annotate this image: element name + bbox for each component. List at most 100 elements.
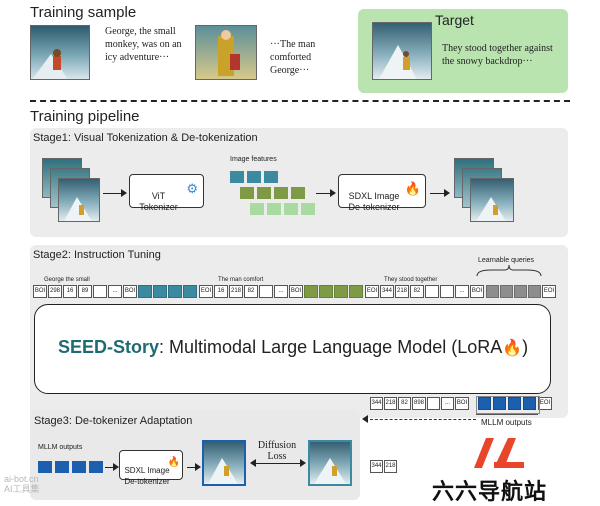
token: 344 bbox=[370, 460, 383, 473]
input-scene-illustration bbox=[64, 197, 92, 221]
token bbox=[259, 285, 273, 298]
query-token bbox=[528, 285, 541, 298]
image-token bbox=[153, 285, 167, 298]
stage1-input-image bbox=[58, 178, 100, 222]
image-token bbox=[319, 285, 333, 298]
image-token bbox=[334, 285, 348, 298]
man-comforting-illustration bbox=[218, 30, 240, 76]
mllm-output-token bbox=[508, 397, 521, 410]
feature-token bbox=[264, 171, 278, 183]
target-caption: They stood together against the snowy ba… bbox=[442, 43, 553, 67]
logo-icon bbox=[474, 438, 524, 468]
token-dots: ... bbox=[455, 285, 469, 298]
flame-icon: 🔥 bbox=[502, 340, 523, 357]
vit-tokenizer-box: ViT Tokenizer ⚙ bbox=[129, 174, 204, 212]
token-boi: BOI bbox=[455, 397, 469, 410]
arrow-to-vit bbox=[103, 193, 121, 194]
watermark-left: ai-bot.cn AI工具集 bbox=[4, 474, 40, 494]
generated-scene-illustration bbox=[208, 458, 238, 484]
feature-token bbox=[284, 203, 298, 215]
stage3-detokenizer-label: SDXL Image De-tokenizer bbox=[124, 466, 170, 486]
arrow-to-detok bbox=[316, 193, 330, 194]
loss-arrow-left-head bbox=[250, 459, 256, 467]
feature-token bbox=[291, 187, 305, 199]
feature-token bbox=[301, 203, 315, 215]
output-token bbox=[427, 397, 440, 410]
label-they: They stood together bbox=[384, 277, 438, 283]
mllm-title: SEED-Story: Multimodal Large Language Mo… bbox=[58, 337, 528, 358]
arrow-to-stage3-detok-head bbox=[113, 463, 119, 471]
sample-image-2 bbox=[195, 25, 257, 80]
feature-token bbox=[257, 187, 271, 199]
mllm-output-token bbox=[72, 461, 86, 473]
token-boi: BOI bbox=[33, 285, 47, 298]
vit-tokenizer-label: ViT Tokenizer bbox=[139, 191, 178, 212]
arrow-to-output-head bbox=[444, 189, 450, 197]
token: 82 bbox=[244, 285, 258, 298]
section-divider bbox=[30, 100, 570, 102]
feature-token bbox=[230, 171, 244, 183]
token-eoi: EOI bbox=[199, 285, 213, 298]
mllm-title-close: ) bbox=[522, 337, 529, 357]
token: 16 bbox=[63, 285, 77, 298]
arrow-to-vit-head bbox=[121, 189, 127, 197]
stage3-detokenizer-box: SDXL Image De-tokenizer 🔥 bbox=[119, 450, 183, 486]
target-image bbox=[372, 22, 432, 80]
token-dots: ... bbox=[108, 285, 122, 298]
token: 344 bbox=[380, 285, 394, 298]
arrow-to-detok-head bbox=[330, 189, 336, 197]
token-eoi: EOI bbox=[542, 285, 556, 298]
token bbox=[440, 285, 454, 298]
token: 16 bbox=[214, 285, 228, 298]
token-eoi: EOI bbox=[365, 285, 379, 298]
token-dots: ... bbox=[274, 285, 288, 298]
feature-token bbox=[274, 187, 288, 199]
token-boi: BOI bbox=[123, 285, 137, 298]
queries-brace bbox=[476, 264, 542, 277]
label-man: The man comfort bbox=[218, 277, 264, 283]
image-token bbox=[183, 285, 197, 298]
target-scene-illustration bbox=[314, 458, 346, 484]
stage1-output-image bbox=[470, 178, 514, 222]
arrow-to-generated bbox=[187, 467, 195, 468]
diffusion-loss-label: Diffusion Loss bbox=[257, 440, 297, 462]
loss-arrow-right-head bbox=[300, 459, 306, 467]
sample-image-1 bbox=[30, 25, 90, 80]
token: 298 bbox=[48, 285, 62, 298]
image-token bbox=[138, 285, 152, 298]
image-token bbox=[349, 285, 363, 298]
mllm-output-token bbox=[478, 397, 491, 410]
mllm-output-token bbox=[55, 461, 69, 473]
image-token bbox=[168, 285, 182, 298]
token: 218 bbox=[229, 285, 243, 298]
query-token bbox=[486, 285, 499, 298]
image-token bbox=[304, 285, 318, 298]
seed-story-name: SEED-Story bbox=[58, 337, 160, 357]
target-image-stage3 bbox=[308, 440, 352, 486]
dashed-connector-head bbox=[362, 415, 368, 423]
output-scene-illustration bbox=[476, 197, 506, 221]
sample-caption-1: George, the small monkey, was on an icy … bbox=[105, 26, 182, 63]
sdxl-detokenizer-label: SDXL Image De-tokenizer bbox=[348, 191, 400, 212]
feature-token bbox=[247, 171, 261, 183]
token-dots: ... bbox=[441, 397, 454, 410]
pipeline-title: Training pipeline bbox=[30, 108, 140, 125]
token: 218 bbox=[395, 285, 409, 298]
stage3-panel bbox=[30, 410, 360, 500]
mllm-output-token bbox=[493, 397, 506, 410]
watermark-right: 六六导航站 bbox=[432, 479, 548, 504]
feature-token bbox=[240, 187, 254, 199]
output-token: 344 bbox=[370, 397, 383, 410]
mllm-output-frame bbox=[476, 396, 540, 414]
stage2-title: Stage2: Instruction Tuning bbox=[33, 249, 161, 261]
stage3-mllm-outputs-label: MLLM outputs bbox=[38, 444, 83, 451]
token-boi: BOI bbox=[470, 285, 484, 298]
token-eoi: EOI bbox=[538, 397, 552, 410]
output-token: 218 bbox=[384, 397, 397, 410]
mllm-output-token bbox=[523, 397, 536, 410]
mllm-outputs-label: MLLM outputs bbox=[481, 418, 532, 427]
token: 89 bbox=[78, 285, 92, 298]
token: 82 bbox=[410, 285, 424, 298]
mllm-output-underline bbox=[476, 414, 538, 415]
mllm-box bbox=[34, 304, 551, 394]
